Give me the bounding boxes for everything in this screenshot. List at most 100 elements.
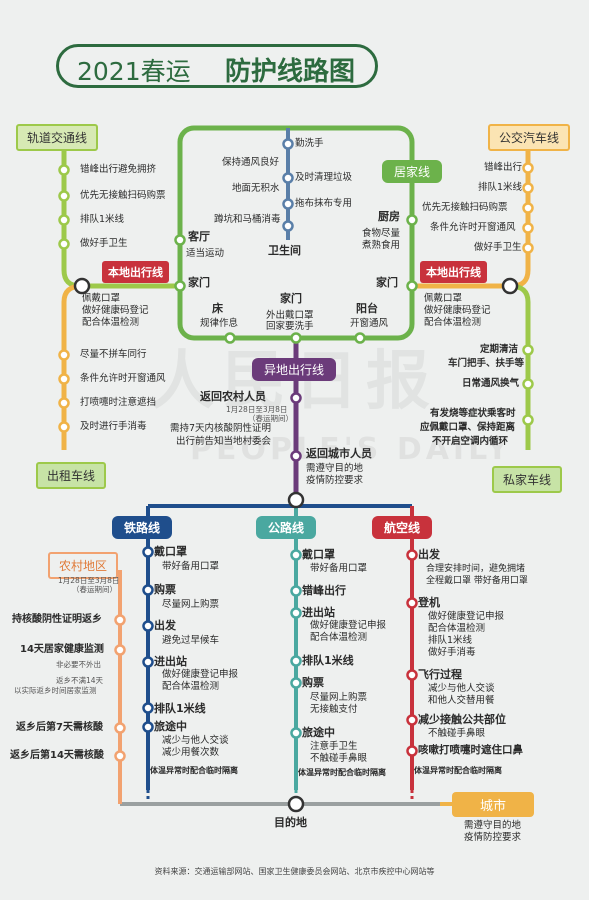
kitchen-desc: 食物尽量 [362, 228, 401, 239]
station-dot [406, 549, 418, 561]
highway-step: 排队1米线 [302, 654, 354, 667]
railway-step: 购票 [154, 583, 176, 596]
rural-returnee-note: （春运期间） [248, 414, 293, 423]
station-dot [58, 164, 70, 176]
home-item: 勤洗手 [295, 138, 324, 149]
air-step-desc: 全程戴口罩 带好备用口罩 [426, 576, 528, 586]
highway-step: 旅途中 [302, 726, 335, 739]
station-dot [282, 220, 294, 232]
highway-step-desc: 无接触支付 [310, 704, 358, 715]
rural-area-item: 返乡不满14天 [56, 676, 104, 685]
station-dot [406, 745, 418, 757]
interchange-node [287, 491, 305, 509]
balcony-label: 阳台 [356, 302, 378, 315]
highway-step-desc: 带好备用口罩 [310, 563, 368, 574]
taxi-item: 打喷嚏时注意遮挡 [80, 397, 157, 408]
air-step: 咳嗽打喷嚏时遮住口鼻 [418, 744, 523, 756]
railway-line-label: 铁路线 [112, 516, 173, 539]
home-item: 蹲坑和马桶消毒 [214, 214, 281, 225]
station-dot [58, 214, 70, 226]
rural-area-date: 1月28日至3月8日 [58, 576, 120, 585]
station-dot [290, 727, 302, 739]
railway-step-desc: 减少与他人交谈 [162, 735, 229, 746]
highway-step-desc: 尽量网上购票 [310, 692, 368, 703]
station-dot [142, 702, 154, 714]
living-room-desc: 适当运动 [186, 248, 225, 259]
station-dot [58, 349, 70, 361]
highway-step-desc: 注意手卫生 [310, 741, 358, 752]
highway-step-desc: 做好健康登记申报 [310, 620, 387, 631]
interchange-node [73, 277, 91, 295]
city-area-label: 城市 [452, 792, 535, 817]
car-item: 应佩戴口罩、保持距离 [420, 422, 516, 433]
air-step-desc: 减少与他人交谈 [428, 683, 495, 694]
bus-item: 排队1米线 [478, 182, 523, 193]
balcony-desc: 开窗通风 [350, 318, 389, 329]
local-left-item: 做好健康码登记 [82, 305, 149, 316]
title-main: 防护线路图 [225, 57, 356, 87]
bus-item: 做好手卫生 [474, 242, 522, 253]
car-item: 日常通风换气 [462, 378, 520, 389]
bus-item: 条件允许时开窗通风 [430, 222, 516, 233]
railway-step: 出发 [154, 619, 176, 632]
car-item: 车门把手、扶手等 [448, 358, 525, 369]
station-dot [406, 714, 418, 726]
station-dot [406, 669, 418, 681]
station-dot [58, 373, 70, 385]
home-item: 及时清理垃圾 [295, 172, 353, 183]
railway-step: 旅途中 [154, 720, 187, 733]
door-mid-desc: 回家要洗手 [266, 321, 314, 332]
rural-returnee-desc: 需持7天内核酸阴性证明 [170, 423, 272, 434]
highway-step: 进出站 [302, 606, 335, 619]
city-area-desc: 需遵守目的地 [464, 820, 522, 831]
station-dot [406, 280, 418, 292]
kitchen-label: 厨房 [378, 210, 400, 223]
city-returnee-label: 返回城市人员 [306, 447, 372, 460]
local-left-item: 佩戴口罩 [82, 293, 121, 304]
station-dot [522, 222, 534, 234]
station-dot [522, 378, 534, 390]
railway-step-desc: 避免过早候车 [162, 635, 220, 646]
home-line-label: 居家线 [382, 160, 443, 183]
station-dot [142, 721, 154, 733]
local-line-label-left: 本地出行线 [102, 261, 169, 283]
railway-step: 戴口罩 [154, 545, 187, 558]
title-banner: 2021春运 防护线路图 [56, 44, 378, 88]
watermark-cn: 人民日报 [150, 345, 438, 419]
station-dot [282, 198, 294, 210]
station-dot [406, 214, 418, 226]
bed-desc: 规律作息 [200, 318, 239, 329]
rural-area-item: 非必要不外出 [56, 660, 101, 669]
station-dot [522, 202, 534, 214]
station-dot [522, 182, 534, 194]
rail-item: 排队1米线 [80, 214, 125, 225]
station-dot [114, 750, 126, 762]
station-dot [224, 332, 236, 344]
highway-footer: 体温异常时配合临时隔离 [298, 768, 386, 777]
railway-step: 排队1米线 [154, 702, 206, 715]
city-returnee-desc: 疫情防控要求 [306, 475, 364, 486]
air-footer: 体温异常时配合临时隔离 [414, 766, 502, 775]
rural-returnee-date: 1月28日至3月8日 [226, 405, 288, 414]
railway-step-desc: 减少用餐次数 [162, 747, 220, 758]
rural-area-item: 返乡后第14天需核酸 [10, 750, 104, 761]
station-dot [142, 656, 154, 668]
air-step-desc: 配合体温检测 [428, 623, 486, 634]
station-dot [290, 450, 302, 462]
railway-step-desc: 带好备用口罩 [162, 561, 220, 572]
door-mid-desc: 外出戴口罩 [266, 310, 314, 321]
title-year: 2021春运 [77, 57, 191, 86]
rural-area-label: 农村地区 [48, 552, 119, 579]
station-dot [282, 172, 294, 184]
station-dot [290, 655, 302, 667]
highway-step: 错峰出行 [302, 584, 346, 597]
destination-label: 目的地 [274, 816, 307, 829]
local-right-item: 做好健康码登记 [424, 305, 491, 316]
local-line-label-right: 本地出行线 [420, 261, 487, 283]
station-dot [406, 597, 418, 609]
air-line-label: 航空线 [372, 516, 433, 539]
highway-line-label: 公路线 [256, 516, 317, 539]
living-room-label: 客厅 [188, 230, 210, 243]
rural-returnee-label: 返回农村人员 [200, 390, 266, 403]
home-item: 保持通风良好 [222, 157, 280, 168]
